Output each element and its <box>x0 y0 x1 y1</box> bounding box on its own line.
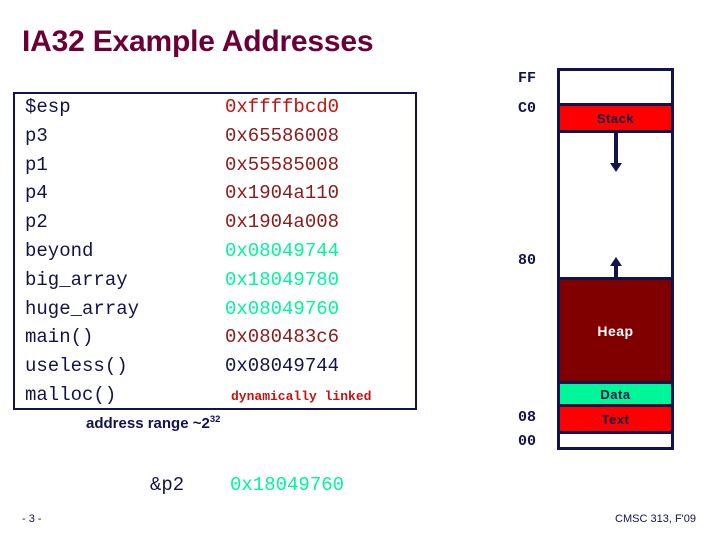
stack-growth-arrow-icon <box>613 133 618 163</box>
symbol-address: dynamically linked <box>231 388 372 404</box>
table-row: big_array 0x18049780 <box>25 269 409 298</box>
symbol-address: 0x65586008 <box>225 124 340 147</box>
symbol-address: 0x1904a110 <box>225 182 340 205</box>
symbol-name: p1 <box>25 153 48 176</box>
symbol-address: 0xffffbcd0 <box>225 96 340 118</box>
memory-segment-text-label: Text <box>601 411 630 427</box>
memory-tick-ff: FF <box>518 70 537 87</box>
heap-growth-arrow-icon <box>613 266 618 278</box>
address-range-caption: address range ~232 <box>86 414 220 432</box>
memory-segment-data: Data <box>560 381 671 407</box>
symbol-address: 0x08049744 <box>225 239 340 262</box>
memory-segment-text: Text <box>560 407 671 434</box>
pointer-note-label: &p2 <box>150 474 185 496</box>
pointer-note-value: 0x18049760 <box>230 474 345 496</box>
memory-segment-heap: Heap <box>560 277 671 381</box>
address-table-rows: $esp 0xffffbcd0 p3 0x65586008 p1 0x55585008 p4… <box>25 96 409 413</box>
memory-tick-80: 80 <box>518 252 537 269</box>
memory-segment-heap-label: Heap <box>597 322 634 339</box>
symbol-name: p2 <box>25 211 48 234</box>
table-row: $esp 0xffffbcd0 <box>25 96 409 125</box>
symbol-name: malloc() <box>25 383 117 406</box>
symbol-name: big_array <box>25 268 128 291</box>
symbol-address: 0x1904a008 <box>225 211 340 234</box>
memory-segment-stack-label: Stack <box>596 110 635 126</box>
pointer-note: &p2 0x18049760 <box>150 474 344 496</box>
symbol-address: 0x55585008 <box>225 153 340 176</box>
table-row: huge_array 0x08049760 <box>25 298 409 327</box>
memory-segment-data-label: Data <box>600 386 631 402</box>
symbol-name: huge_array <box>25 297 140 320</box>
table-row: main() 0x080483c6 <box>25 326 409 355</box>
table-row: p4 0x1904a110 <box>25 182 409 211</box>
symbol-address: 0x08049760 <box>225 297 340 320</box>
memory-tick-08: 08 <box>518 409 537 426</box>
table-row: malloc() dynamically linked <box>25 384 409 413</box>
course-footer: CMSC 313, F'09 <box>615 513 696 525</box>
slide-number: - 3 - <box>22 513 42 525</box>
address-range-text: address range ~2 <box>86 415 210 432</box>
symbol-address: 0x18049780 <box>225 268 340 291</box>
table-row: p1 0x55585008 <box>25 154 409 183</box>
memory-segment-stack: Stack <box>560 103 671 133</box>
address-range-exponent: 32 <box>209 414 221 425</box>
symbol-name: beyond <box>25 239 94 262</box>
table-row: beyond 0x08049744 <box>25 240 409 269</box>
symbol-name: p4 <box>25 182 48 205</box>
symbol-address: 0x08049744 <box>225 355 340 378</box>
memory-tick-c0: C0 <box>518 100 537 117</box>
memory-tick-00: 00 <box>518 433 537 450</box>
symbol-name: $esp <box>25 96 71 118</box>
table-row: useless() 0x08049744 <box>25 355 409 384</box>
table-row: p3 0x65586008 <box>25 125 409 154</box>
address-table: $esp 0xffffbcd0 p3 0x65586008 p1 0x55585008 p4… <box>13 92 417 410</box>
memory-map-diagram: Stack Heap Data Text <box>557 68 674 450</box>
symbol-name: main() <box>25 326 94 349</box>
symbol-name: useless() <box>25 355 128 378</box>
symbol-address: 0x080483c6 <box>225 326 340 349</box>
page-title: IA32 Example Addresses <box>22 25 374 58</box>
table-row: p2 0x1904a008 <box>25 211 409 240</box>
symbol-name: p3 <box>25 124 48 147</box>
